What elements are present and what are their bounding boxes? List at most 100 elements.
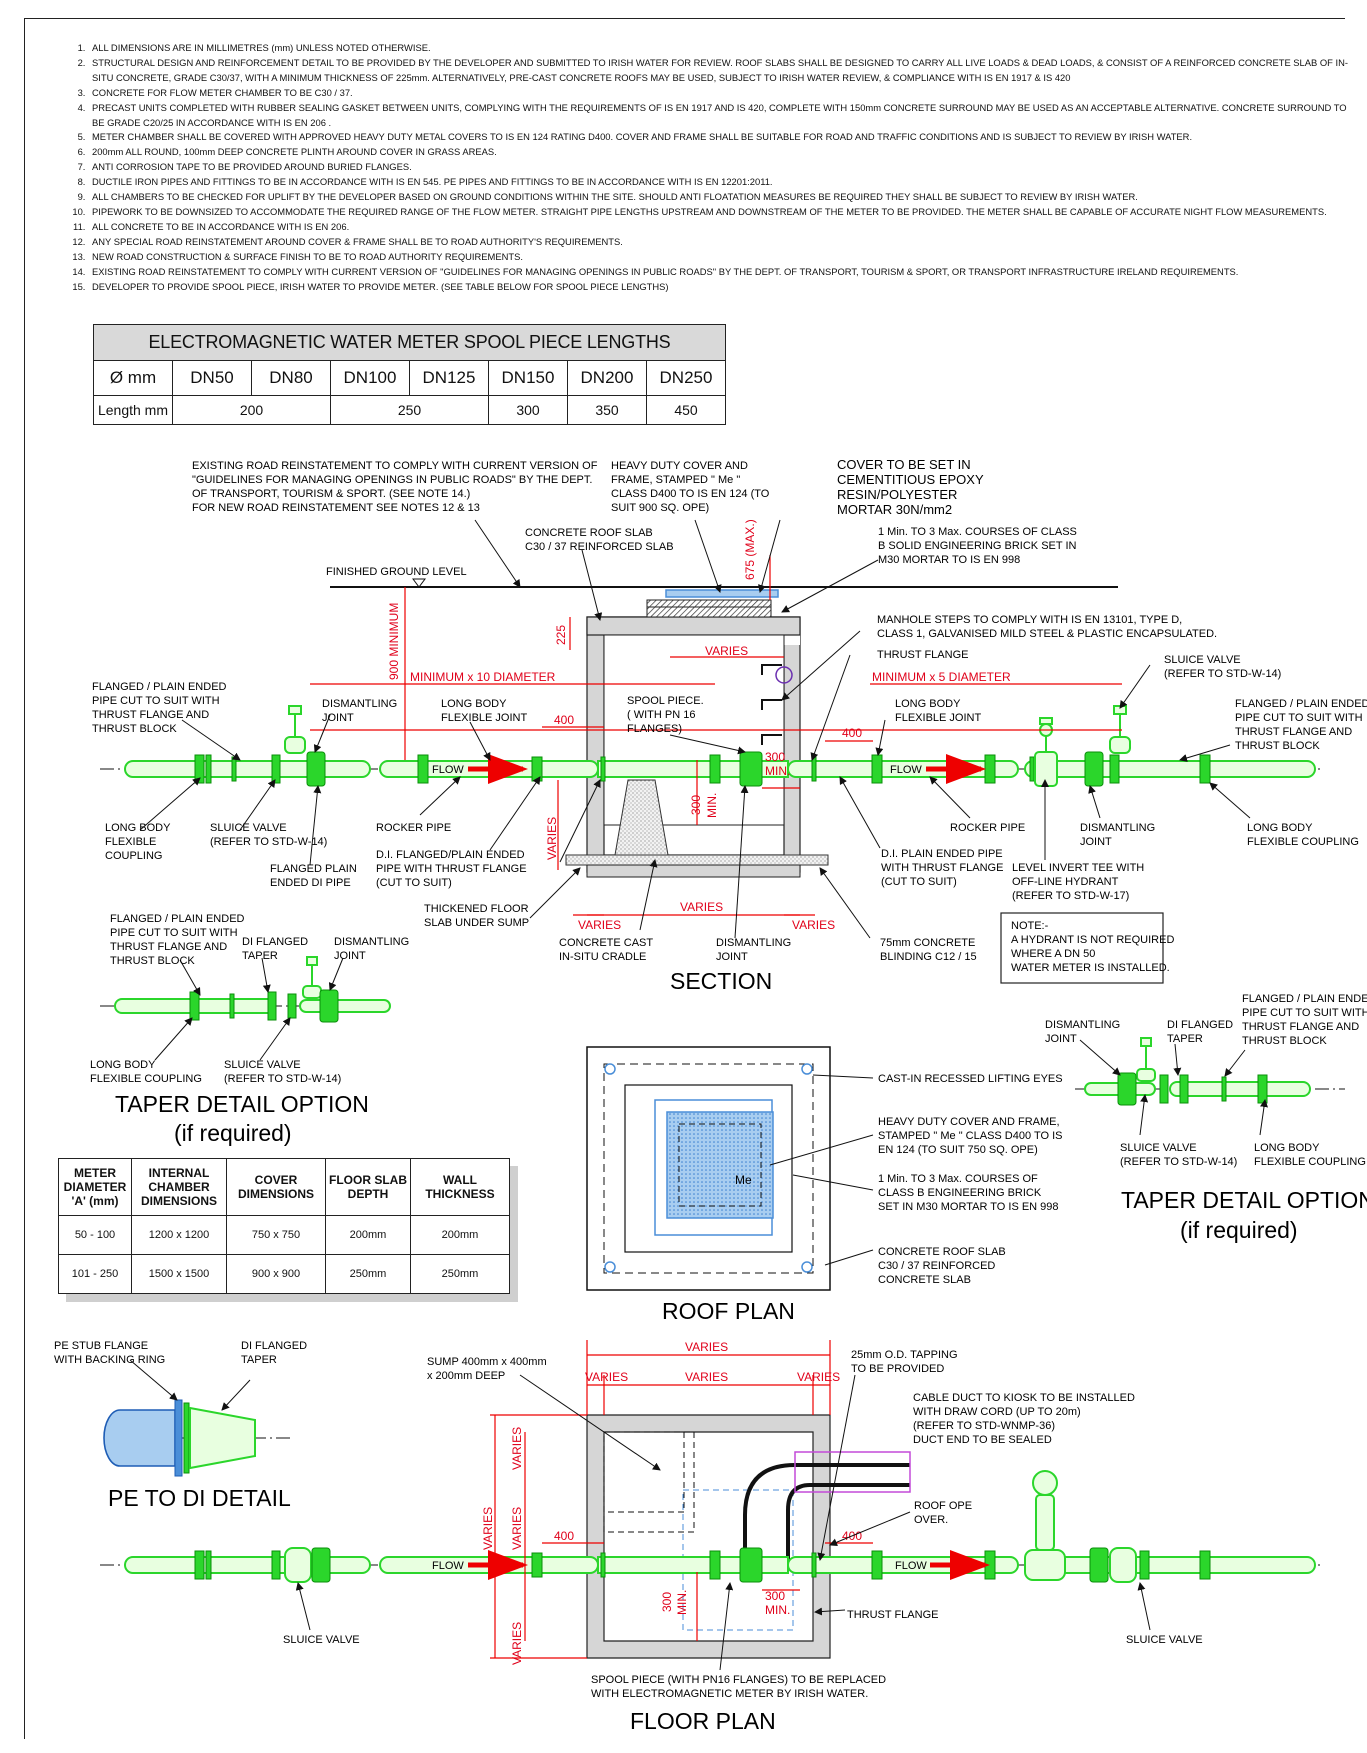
length-cell: 200 <box>172 395 331 425</box>
note-item: 200mm ALL ROUND, 100mm DEEP CONCRETE PLI… <box>88 145 1348 160</box>
table-row: 50 - 100 1200 x 1200 750 x 750 200mm 200… <box>58 1215 510 1255</box>
floor-varies-dim: VARIES <box>481 1507 495 1550</box>
taper-right-sluice-label: SLUICE VALVE (REFER TO STD-W-14) <box>1120 1142 1237 1168</box>
brick-label: 1 Min. TO 3 Max. COURSES OF CLASS B SOLI… <box>878 526 1080 566</box>
tapping-label: 25mm O.D. TAPPING TO BE PROVIDED <box>851 1349 961 1375</box>
floor-plan-walls <box>586 1414 831 1659</box>
flanges <box>194 751 1211 787</box>
general-notes: ALL DIMENSIONS ARE IN MILLIMETRES (mm) U… <box>58 41 1348 294</box>
spool-piece-table: ELECTROMAGNETIC WATER METER SPOOL PIECE … <box>93 324 726 425</box>
roof-plan-view: Me CAST-IN RECESSED LIFTING EYES HEAVY D… <box>586 1046 1066 1324</box>
long-body-coupling-right-label: LONG BODY FLEXIBLE COUPLING <box>1247 822 1359 848</box>
leader-lines <box>139 519 1251 939</box>
note-item: EXISTING ROAD REINSTATEMENT TO COMPLY WI… <box>88 265 1348 280</box>
spool-piece-label: SPOOL PIECE. ( WITH PN 16 FLANGES) <box>627 695 707 735</box>
table-cell: 200mm <box>325 1215 411 1255</box>
size-cell: DN80 <box>251 360 331 396</box>
pe-to-di-detail: PE STUB FLANGE WITH BACKING RING DI FLAN… <box>54 1340 307 1511</box>
dimension-lines <box>310 555 1122 916</box>
taper-right-dismantling-label: DISMANTLING JOINT <box>1045 1019 1123 1045</box>
note-item: CONCRETE FOR FLOW METER CHAMBER TO BE C3… <box>88 86 1348 101</box>
di-plain-label: D.I. PLAIN ENDED PIPE WITH THRUST FLANGE… <box>881 848 1007 888</box>
heavy-cover-label: HEAVY DUTY COVER AND FRAME, STAMPED " Me… <box>611 460 772 514</box>
length-cell: 450 <box>646 395 726 425</box>
hydrant-note-box <box>1000 912 1164 984</box>
rocker-pipe-label: ROCKER PIPE <box>376 822 451 834</box>
sluice-valve-icon <box>1109 705 1131 754</box>
brick-course <box>646 606 772 618</box>
roof-slab-label: CONCRETE ROOF SLAB C30 / 37 REINFORCED C… <box>878 1246 1009 1286</box>
note-item: METER CHAMBER SHALL BE COVERED WITH APPR… <box>88 130 1348 145</box>
floor-varies-dim: VARIES <box>585 1370 628 1384</box>
sluice-right-label: SLUICE VALVE (REFER TO STD-W-14) <box>1164 654 1281 680</box>
table-row: 101 - 250 1500 x 1500 900 x 900 250mm 25… <box>58 1254 510 1294</box>
min-dim: MIN. <box>705 793 719 818</box>
taper-left-flanged-label: FLANGED / PLAIN ENDED PIPE CUT TO SUIT W… <box>110 913 248 967</box>
taper-left-sluice-label: SLUICE VALVE (REFER TO STD-W-14) <box>224 1059 341 1085</box>
pe-pipe <box>103 1409 176 1467</box>
taper-right-long-body-label: LONG BODY FLEXIBLE COUPLING <box>1254 1142 1366 1168</box>
roof-plan-title: ROOF PLAN <box>662 1298 795 1324</box>
min-10-dim: MINIMUM x 10 DIAMETER <box>410 670 556 684</box>
table-cell: 900 x 900 <box>226 1254 326 1294</box>
floor-400-dim: 400 <box>554 1529 574 1543</box>
floor-thrust-label: THRUST FLANGE <box>847 1609 938 1621</box>
cradle <box>614 779 669 856</box>
varies-dim: VARIES <box>578 918 621 932</box>
dismantling-label: DISMANTLING JOINT <box>322 698 400 724</box>
size-cell: DN200 <box>567 360 647 396</box>
hydrant-note: NOTE:- A HYDRANT IS NOT REQUIRED WHERE A… <box>1011 920 1177 974</box>
varies-dim: VARIES <box>705 644 748 658</box>
300-dim: 300 <box>689 795 703 815</box>
lifting-eye-icon <box>604 1261 616 1273</box>
min-5-dim: MINIMUM x 5 DIAMETER <box>872 670 1011 684</box>
floor-flow-label: FLOW <box>432 1560 464 1572</box>
note-item: STRUCTURAL DESIGN AND REINFORCEMENT DETA… <box>88 56 1348 86</box>
cable-duct <box>743 1463 910 1560</box>
meter-table-header: WALL THICKNESS <box>410 1158 510 1216</box>
300-dim: 300 <box>765 750 785 764</box>
floor-varies-dim: VARIES <box>510 1427 524 1470</box>
thrust-flange-label: THRUST FLANGE <box>877 649 968 661</box>
taper-left-di-taper-label: DI FLANGED TAPER <box>242 936 311 962</box>
meter-dimensions-table: METER DIAMETER 'A' (mm) INTERNAL CHAMBER… <box>58 1158 510 1294</box>
roof-cover-label: HEAVY DUTY COVER AND FRAME, STAMPED " Me… <box>878 1116 1066 1156</box>
varies-dim: VARIES <box>680 900 723 914</box>
size-cell: DN100 <box>330 360 410 396</box>
note-item: ANY SPECIAL ROAD REINSTATEMENT AROUND CO… <box>88 235 1348 250</box>
sluice-left-label: SLUICE VALVE (REFER TO STD-W-14) <box>210 822 327 848</box>
rocker-pipe-label: ROCKER PIPE <box>950 822 1025 834</box>
table-cell: 250mm <box>410 1254 510 1294</box>
level-invert-label: LEVEL INVERT TEE WITH OFF-LINE HYDRANT (… <box>1012 862 1147 902</box>
taper-left-subtitle: (if required) <box>174 1120 292 1146</box>
varies-dim: VARIES <box>792 918 835 932</box>
road-note: EXISTING ROAD REINSTATEMENT TO COMPLY WI… <box>192 460 600 514</box>
floor-300-dim: 300 <box>660 1592 674 1612</box>
length-cell: 300 <box>488 395 568 425</box>
400-dim: 400 <box>554 713 574 727</box>
flanged-plain-label: FLANGED PLAIN ENDED DI PIPE <box>270 863 360 889</box>
floor-min-dim: MIN. <box>675 1590 689 1615</box>
pe-detail-title: PE TO DI DETAIL <box>108 1485 291 1511</box>
taper-right-title: TAPER DETAIL OPTION <box>1121 1187 1367 1213</box>
length-cell: 350 <box>567 395 647 425</box>
tapping-icon <box>775 666 793 684</box>
note-item: PIPEWORK TO BE DOWNSIZED TO ACCOMMODATE … <box>88 205 1348 220</box>
675-dim: 675 (MAX.) <box>743 519 757 580</box>
varies-dim: VARIES <box>545 817 559 860</box>
floor-sluice-left-label: SLUICE VALVE <box>283 1634 360 1646</box>
long-body-coupling-label: LONG BODY FLEXIBLE COUPLING <box>105 822 173 862</box>
sluice-valve-icon <box>284 705 306 754</box>
flow-label: FLOW <box>432 764 464 776</box>
steps-label: MANHOLE STEPS TO COMPLY WITH IS EN 13101… <box>877 614 1217 640</box>
taper-right-subtitle: (if required) <box>1180 1217 1298 1243</box>
900-min-dim: 900 MINIMUM <box>387 603 401 680</box>
manhole-steps <box>761 664 782 745</box>
taper-left-dismantling-label: DISMANTLING JOINT <box>334 936 412 962</box>
note-item: ANTI CORROSION TAPE TO BE PROVIDED AROUN… <box>88 160 1348 175</box>
floor-dimension-lines <box>490 1340 873 1659</box>
note-item: DEVELOPER TO PROVIDE SPOOL PIECE, IRISH … <box>88 280 1348 295</box>
lifting-eye-icon <box>801 1261 813 1273</box>
section-view: MINIMUM x 10 DIAMETER MINIMUM x 5 DIAMET… <box>92 457 1367 994</box>
